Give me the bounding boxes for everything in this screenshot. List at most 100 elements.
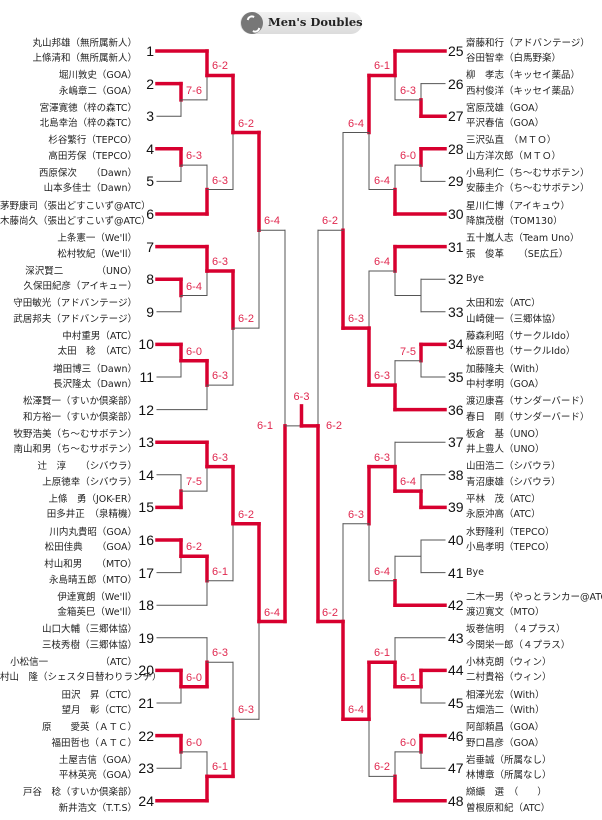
team-entry[interactable]: 松澤賢一（すいか倶楽部）和方裕一（すいか倶楽部） — [0, 394, 137, 425]
title-pill — [240, 12, 362, 34]
team-entry[interactable]: 上條 勇（JOK-ER） 田多井正 （泉精機） — [0, 492, 137, 523]
player-name: 板倉 基（UNO） — [466, 428, 545, 440]
seed-number: 8 — [146, 271, 154, 288]
player-name: 山崎健一（三郷体協） — [466, 313, 562, 325]
page-title: Men's Doubles — [268, 15, 363, 29]
player-name: 青沼康雄（シバウラ） — [466, 476, 561, 488]
match-score: 6-4 — [348, 117, 364, 130]
team-entry[interactable]: 小島利仁（ち～むサボテン）安藤圭介（ち～むサボテン） — [466, 166, 590, 197]
team-entry[interactable]: 柳 孝志（キッセイ薬品）西村俊洋（キッセイ薬品） — [466, 68, 580, 99]
match-score: 6-3 — [212, 647, 228, 660]
team-entry[interactable]: 牧野浩美（ち～むサボテン） 南山和男（ち～むサボテン） — [0, 427, 137, 458]
player-name: 伊達寛朗（We'll） — [57, 591, 137, 603]
team-entry[interactable]: 平林 茂（ATC）永原沖高（ATC） — [466, 492, 541, 523]
team-entry[interactable]: 五十嵐人志（Team Uno）張 俊革 （SE広丘） — [466, 231, 579, 262]
team-entry[interactable]: 上条憲一（We'll）松村牧紀（We'll） — [0, 231, 137, 262]
player-name: 川内丸貴昭（GOA） — [49, 526, 137, 538]
team-entry[interactable]: 坂巻信明 （４プラス）今関栄一郎（４プラス） — [466, 622, 570, 653]
player-name: 宮澤寛徳（梓の森TC） — [39, 102, 137, 114]
team-entry[interactable]: 水野隆利（TEPCO）小島孝明（TEPCO） — [466, 525, 555, 556]
team-entry[interactable]: 中村重男（ATC）太田 稔 （ATC） — [0, 329, 137, 360]
team-entry[interactable]: 山口大輔（三郷体協）三枝秀樹（三郷体協） — [0, 622, 137, 653]
player-name: 新井浩文（T.T.S） — [58, 802, 137, 814]
team-entry[interactable]: 土屋吉信（GOA）平林英亮（GOA） — [0, 753, 137, 784]
team-entry[interactable]: 守田敏光（アドバンテージ）武居邦夫（アドバンテージ） — [0, 296, 137, 327]
match-score: 6-1 — [257, 419, 273, 432]
team-entry[interactable]: 阿部頼昌（GOA）野口昌彦（GOA） — [466, 720, 544, 751]
team-entry[interactable]: 戸谷 稔（すいか倶楽部） 新井浩文（T.T.S） — [0, 785, 137, 816]
team-entry[interactable]: 藤森利昭（サークルIdo）松原晋也（サークルIdo） — [466, 329, 575, 360]
player-name: 二村貴裕（ウィン） — [466, 672, 552, 684]
team-entry[interactable]: 宮澤寛徳（梓の森TC）北島幸治（梓の森TC） — [0, 101, 137, 132]
team-entry[interactable]: 丸山邦雄（無所属新人）上條清和（無所属新人） — [0, 36, 137, 67]
team-entry[interactable]: 宮原茂雄（GOA）平沢春信（GOA） — [466, 101, 544, 132]
player-name: 南山和男（ち～むサボテン） — [13, 444, 137, 456]
team-entry[interactable]: 山田浩二（シバウラ）青沼康雄（シバウラ） — [466, 459, 561, 490]
team-entry[interactable]: 岩垂誠（所属なし）林博章（所属なし） — [466, 753, 552, 784]
team-entry[interactable]: 村山和男 （MTO）永島晴五郎（MTO） — [0, 557, 137, 588]
seed-number: 20 — [138, 662, 154, 679]
team-entry[interactable]: 増田博三（Dawn）長沢隆太（Dawn） — [0, 362, 137, 393]
team-entry[interactable]: Bye — [466, 565, 484, 581]
match-score: 6-1 — [400, 671, 416, 684]
player-name: 小島利仁（ち～むサボテン） — [466, 167, 590, 179]
player-name: 牧野浩美（ち～むサボテン） — [13, 428, 137, 440]
team-entry[interactable]: 渡辺康喜（サンダーバード）春日 剛（サンダーバード） — [466, 394, 589, 425]
player-name: 西原保次 （Dawn） — [38, 167, 137, 179]
player-name: 土屋吉信（GOA） — [58, 754, 137, 766]
player-name: 松村牧紀（We'll） — [57, 248, 137, 260]
match-score: 6-2 — [212, 60, 228, 73]
team-entry[interactable]: 川内丸貴昭（GOA）松田佳典 （GOA） — [0, 525, 137, 556]
match-score: 7-6 — [186, 84, 202, 97]
seed-number: 46 — [448, 727, 464, 744]
team-entry[interactable]: 二木一男（やっとランカー@ATC）渡辺寛文（MTO） — [466, 590, 602, 621]
team-entry[interactable]: 深沢賢二 （UNO）久保田紀彦（アイキュー） — [0, 264, 137, 295]
team-entry[interactable]: 茅野康司（張出どすこいず@ATC）木藤尚久（張出どすこいず@ATC） — [0, 199, 151, 230]
seed-number: 14 — [138, 466, 154, 483]
team-entry[interactable]: 杉谷繁行（TEPCO）高田芳保（TEPCO） — [0, 133, 137, 164]
match-score: 6-3 — [348, 508, 364, 521]
team-entry[interactable]: 三沢弘直 （ＭＴＯ）山方洋次郎（ＭＴＯ） — [466, 133, 561, 164]
player-name: 林博章（所属なし） — [466, 770, 552, 782]
match-score: 6-3 — [212, 370, 228, 383]
match-score: 6-0 — [186, 345, 202, 358]
team-entry[interactable]: 西原保次 （Dawn）山本多佳士（Dawn） — [0, 166, 137, 197]
team-entry[interactable]: 辻 淳 （シバウラ）上原徳幸（シバウラ） — [0, 459, 137, 490]
player-name: 木藤尚久（張出どすこいず@ATC） — [0, 216, 151, 227]
team-entry[interactable]: 板倉 基（UNO）井上豊人（UNO） — [466, 427, 545, 458]
player-name: 深沢賢二 （UNO） — [25, 265, 137, 277]
team-entry[interactable]: 小松信一 （ATC）村山 隆（シェスタ日替わりランチ） — [0, 655, 162, 686]
seed-number: 35 — [448, 369, 464, 385]
player-name: 宮原茂雄（GOA） — [466, 102, 545, 114]
player-name: 曽根原和紀（ATC） — [466, 802, 551, 814]
team-entry[interactable]: 相澤光宏（With）古畑浩二（With） — [466, 688, 545, 719]
team-entry[interactable]: 田沢 昇（CTC）望月 彰（CTC） — [0, 688, 137, 719]
team-entry[interactable]: Bye — [466, 271, 484, 287]
team-entry[interactable]: 堀川敦史（GOA）永嶋章二（GOA） — [0, 68, 137, 99]
player-name: 村山 隆（シェスタ日替わりランチ） — [0, 672, 162, 684]
team-entry[interactable]: 齋藤和行（アドバンテージ）谷田智幸（白馬野楽） — [466, 36, 590, 67]
team-entry[interactable]: 太田和宏（ATC）山崎健一（三郷体協） — [466, 296, 561, 327]
player-name: 戸谷 稔（すいか倶楽部） — [22, 787, 137, 799]
team-entry[interactable]: 小林克朗（ウィン）二村貴裕（ウィン） — [466, 655, 552, 686]
seed-number: 34 — [448, 336, 464, 353]
player-name: 原 愛英（ＡＴＣ） — [41, 722, 137, 734]
team-entry[interactable]: 原 愛英（ＡＴＣ）福田哲也（ＡＴＣ） — [0, 720, 137, 751]
seed-number: 19 — [138, 629, 154, 646]
seed-number: 26 — [448, 75, 464, 92]
seed-number: 10 — [138, 336, 154, 353]
match-score: 6-4 — [374, 256, 390, 269]
player-name: 高田芳保（TEPCO） — [48, 150, 137, 162]
player-name: 長沢隆太（Dawn） — [53, 379, 137, 390]
team-entry[interactable]: 纐纈 選 （ ）曽根原和紀（ATC） — [466, 785, 550, 816]
team-entry[interactable]: 加藤隆夫（With）中村孝明（GOA） — [466, 362, 545, 393]
player-name: 上條 勇（JOK-ER） — [48, 493, 137, 505]
match-score: 6-0 — [186, 736, 202, 749]
seed-number: 13 — [138, 434, 154, 451]
seed-number: 32 — [448, 271, 464, 288]
match-score: 6-4 — [374, 174, 390, 187]
player-name: 田多井正 （泉精機） — [46, 509, 137, 521]
team-entry[interactable]: 伊達寛朗（We'll）金箱英巳（We'll） — [0, 590, 137, 621]
team-entry[interactable]: 星川仁博（アイキュウ）降旗茂樹（TOM130） — [466, 199, 570, 230]
match-score: 6-4 — [374, 565, 390, 578]
